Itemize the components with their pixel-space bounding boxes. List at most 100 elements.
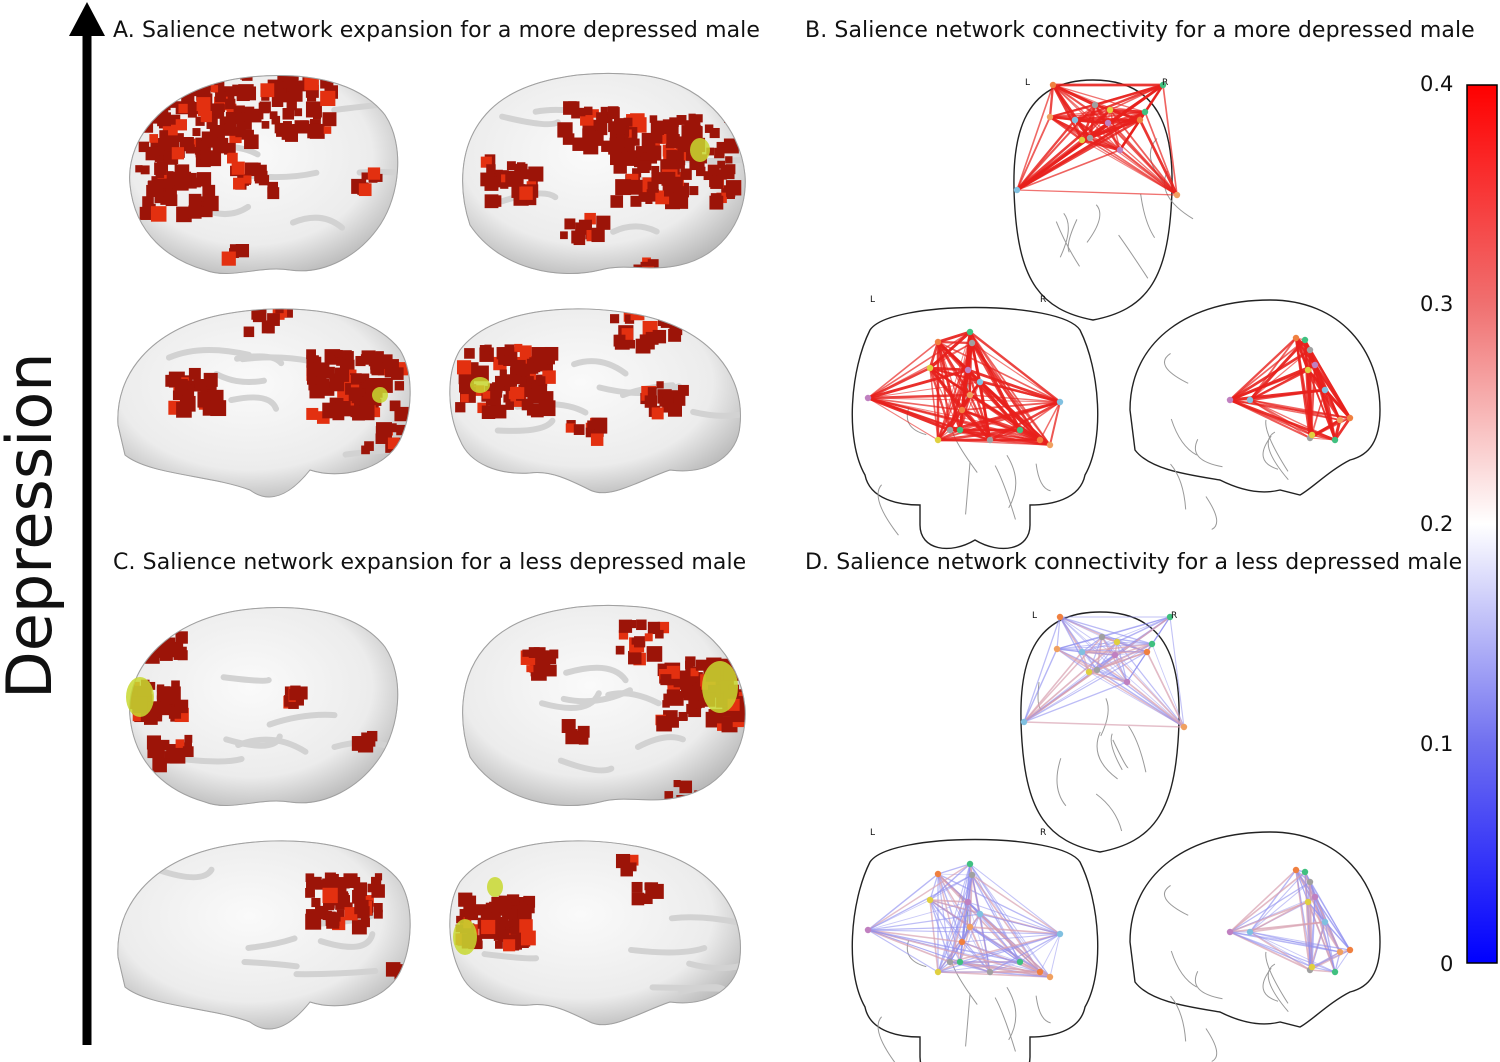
network-node	[1057, 399, 1063, 405]
network-node	[1117, 147, 1123, 153]
network-node	[1086, 669, 1092, 675]
network-node	[927, 365, 933, 371]
hotspot	[690, 138, 710, 162]
panel-b-sagittal-view	[1130, 300, 1380, 529]
network-node	[1149, 641, 1155, 647]
panel-d-top-right-label: R	[1171, 611, 1177, 621]
panel-a-title: A. Salience network expansion for a more…	[113, 18, 760, 43]
panel-b-title: B. Salience network connectivity for a m…	[805, 18, 1475, 43]
network-node	[1337, 417, 1343, 423]
network-node	[967, 329, 973, 335]
network-node	[1079, 649, 1085, 655]
network-node	[957, 427, 963, 433]
network-node	[1322, 387, 1328, 393]
network-node	[947, 959, 953, 965]
network-node	[1047, 974, 1053, 980]
hotspot	[487, 877, 503, 897]
colorbar	[1465, 83, 1500, 963]
panel-a-brain-surfaces	[110, 60, 750, 530]
network-node	[1347, 415, 1353, 421]
network-node	[1054, 646, 1060, 652]
colorbar-tick-0: 0	[1440, 952, 1453, 976]
network-node	[1312, 894, 1318, 900]
network-node	[957, 959, 963, 965]
network-node	[927, 897, 933, 903]
colorbar-tick-0-1: 0.1	[1420, 732, 1453, 756]
network-node	[1092, 102, 1098, 108]
network-node	[965, 899, 971, 905]
network-node	[967, 861, 973, 867]
brain-c-left-medial	[118, 841, 413, 1029]
hotspot	[372, 387, 388, 403]
panel-d-sagittal-view	[1130, 832, 1380, 1061]
network-node	[1307, 347, 1313, 353]
network-node	[1112, 652, 1118, 658]
panel-d-title: D. Salience network connectivity for a l…	[805, 550, 1462, 575]
network-node	[1017, 959, 1023, 965]
network-node	[977, 911, 983, 917]
hotspot	[702, 661, 738, 713]
network-node	[1137, 117, 1143, 123]
brain-a-left-lateral	[130, 70, 418, 274]
brain-a-right-medial	[450, 305, 765, 493]
network-node	[967, 924, 973, 930]
network-node	[1293, 335, 1299, 341]
network-node	[1181, 724, 1187, 730]
hotspot	[470, 377, 490, 393]
network-node	[977, 379, 983, 385]
network-node	[1047, 442, 1053, 448]
colorbar-tick-0-3: 0.3	[1420, 292, 1453, 316]
network-node	[959, 407, 965, 413]
network-node	[1332, 437, 1338, 443]
network-node	[1094, 667, 1100, 673]
panel-d-connectome	[830, 592, 1390, 1052]
network-node	[987, 969, 993, 975]
network-node	[1105, 120, 1111, 126]
network-node	[1050, 82, 1056, 88]
network-node	[965, 367, 971, 373]
colorbar-tick-0-4: 0.4	[1420, 72, 1453, 96]
network-node	[969, 340, 975, 346]
network-node	[1347, 947, 1353, 953]
network-node	[1017, 427, 1023, 433]
panel-b-coronal-view	[852, 308, 1097, 549]
network-node	[1309, 964, 1315, 970]
network-node	[1309, 432, 1315, 438]
panel-d-back-right-label: R	[1040, 828, 1046, 838]
network-node	[865, 927, 871, 933]
network-node	[935, 437, 941, 443]
network-node	[1124, 679, 1130, 685]
brain-c-left-lateral	[126, 608, 405, 806]
panel-c-brain-surfaces	[110, 592, 750, 1062]
network-node	[959, 939, 965, 945]
network-node	[1302, 337, 1308, 343]
panel-d-coronal-view	[852, 840, 1097, 1062]
network-node	[987, 437, 993, 443]
panel-d-top-left-label: L	[1032, 611, 1037, 621]
network-node	[1247, 397, 1253, 403]
panel-d-axial-view	[1021, 612, 1187, 852]
network-node	[967, 392, 973, 398]
colorbar-tick-0-2: 0.2	[1420, 512, 1453, 536]
network-node	[1072, 117, 1078, 123]
brain-a-right-lateral	[463, 73, 746, 278]
network-node	[1114, 639, 1120, 645]
network-node	[1107, 107, 1113, 113]
hotspot	[126, 677, 154, 717]
network-node	[935, 339, 941, 345]
panel-b-back-left-label: L	[870, 295, 875, 305]
network-node	[1057, 614, 1063, 620]
network-node	[1227, 929, 1233, 935]
network-node	[1307, 879, 1313, 885]
network-node	[1322, 919, 1328, 925]
panel-b-top-right-label: R	[1162, 78, 1168, 88]
network-node	[935, 871, 941, 877]
panel-d-back-left-label: L	[870, 828, 875, 838]
network-node	[865, 395, 871, 401]
network-node	[1247, 929, 1253, 935]
network-node	[1014, 187, 1020, 193]
network-node	[935, 969, 941, 975]
network-node	[1337, 949, 1343, 955]
network-node	[1293, 867, 1299, 873]
network-node	[1174, 192, 1180, 198]
